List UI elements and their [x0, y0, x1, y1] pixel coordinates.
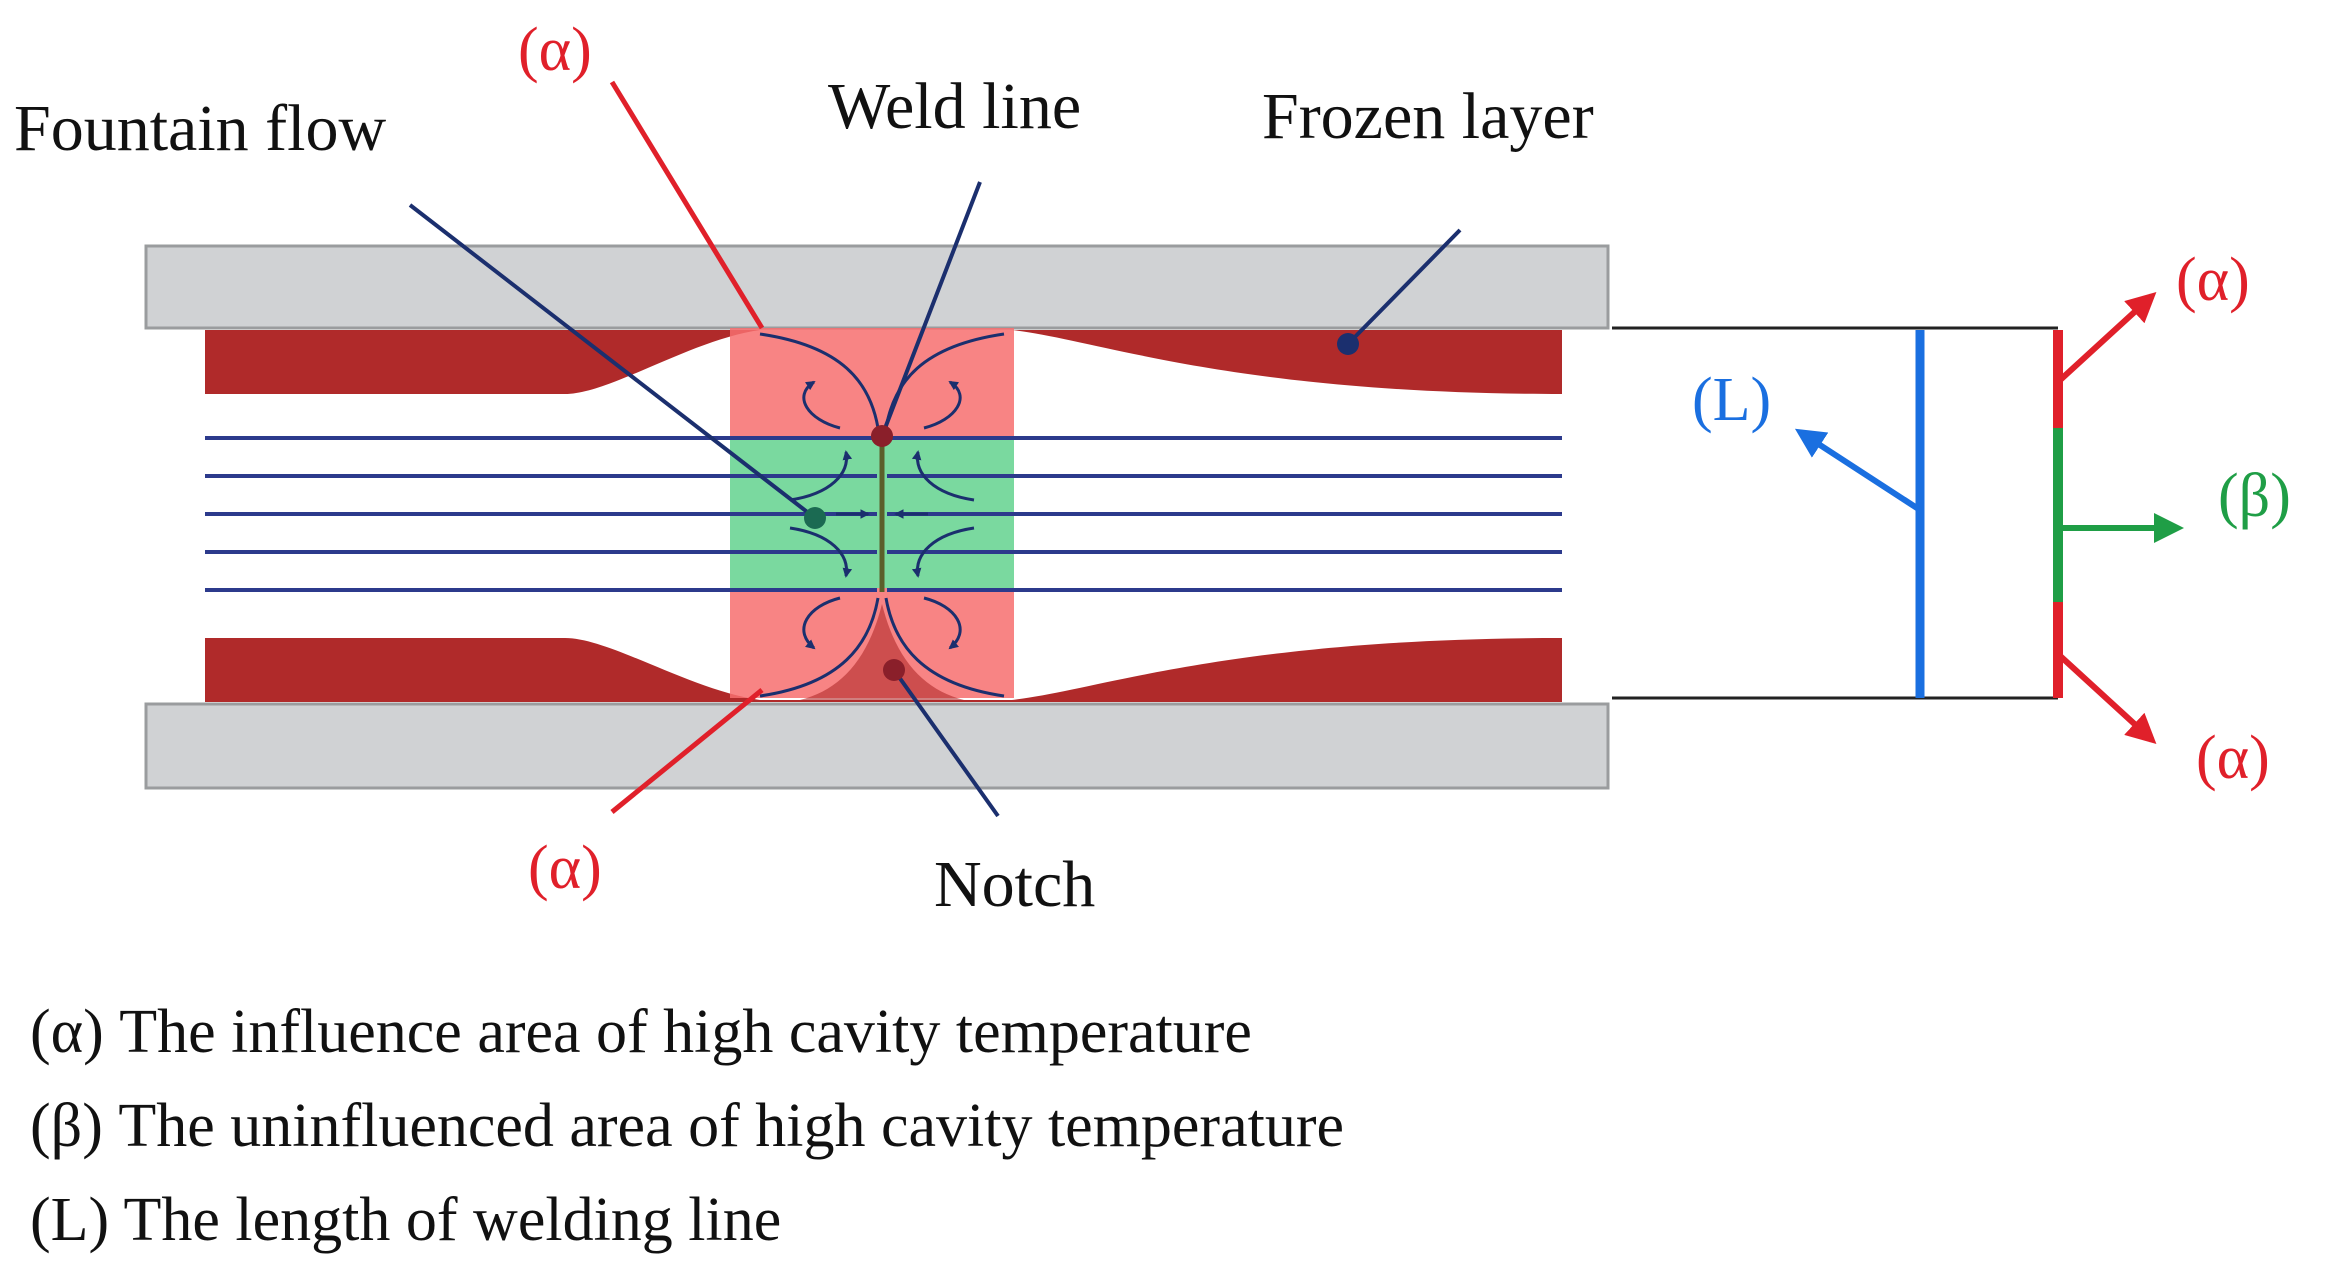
leader-frozen-layer: [1346, 228, 1462, 346]
leader-notch: [892, 668, 1000, 818]
leader-alpha-top: [609, 80, 765, 330]
flow-mid-left-up: [789, 450, 853, 502]
legend-alpha: (α) The influence area of high cavity te…: [30, 998, 1252, 1066]
label-fountain-flow: Fountain flow: [14, 92, 386, 165]
marker-weld-line: [871, 425, 893, 447]
swirl-upper-left: [802, 380, 841, 430]
leader-weld-line: [880, 181, 982, 437]
swirl-lower-left: [802, 596, 841, 650]
legend-length: (L) The length of welding line: [30, 1186, 781, 1254]
label-right-length: (L): [1692, 366, 1771, 434]
marker-notch: [883, 659, 905, 681]
label-frozen-layer: Frozen layer: [1262, 80, 1594, 153]
flow-mid-right-up: [911, 450, 975, 502]
top-mold-wall: [144, 244, 1610, 330]
legend-beta: (β) The uninfluenced area of high cavity…: [30, 1092, 1344, 1160]
swirl-upper-right: [923, 380, 962, 430]
fountain-curve-lower-right: [884, 597, 1005, 698]
arrow-alpha-bottom: [2055, 651, 2157, 745]
swirl-lower-right: [923, 596, 962, 650]
marker-fountain-flow: [804, 507, 826, 529]
label-alpha-top: (α): [518, 16, 592, 84]
arrow-alpha-top: [2055, 291, 2157, 385]
fountain-curve-upper-left: [759, 332, 880, 429]
frozen-layer-top: [205, 330, 1562, 394]
frozen-layer-bottom: [205, 638, 1562, 702]
label-weld-line: Weld line: [828, 70, 1081, 143]
leader-alpha-bottom: [610, 688, 764, 814]
flow-mid-right-down: [911, 526, 975, 578]
label-right-alpha-top: (α): [2176, 246, 2250, 314]
flow-lines: [205, 436, 1562, 592]
bottom-mold-wall: [144, 702, 1610, 790]
notch-shade: [800, 604, 964, 700]
fountain-curve-lower-left: [759, 597, 880, 698]
fountain-flow-curves: [759, 332, 1005, 698]
label-right-beta: (β): [2218, 462, 2291, 530]
flow-mid-left-down: [789, 526, 853, 578]
length-arrow: [1794, 428, 1922, 513]
leader-fountain-flow: [408, 203, 817, 520]
influence-area-top: [730, 328, 1014, 438]
label-right-alpha-bottom: (α): [2196, 724, 2270, 792]
label-notch: Notch: [934, 848, 1095, 921]
marker-frozen-layer: [1337, 333, 1359, 355]
label-alpha-bottom: (α): [528, 834, 602, 902]
